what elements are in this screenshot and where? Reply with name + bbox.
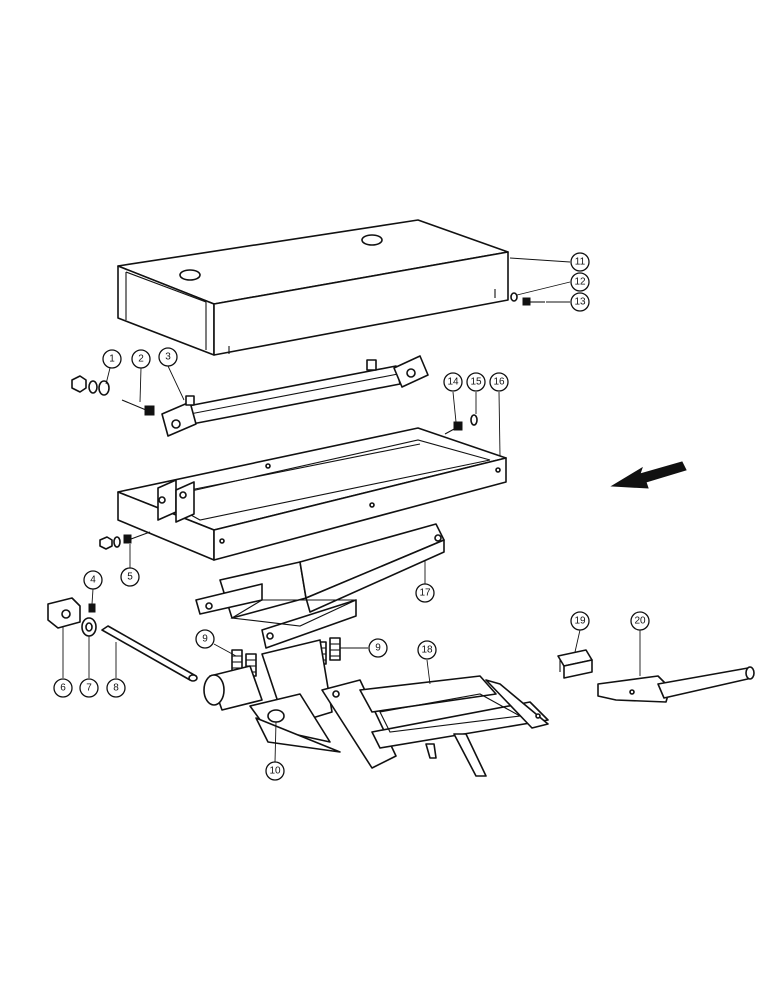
callout-17-label: 17 — [419, 588, 431, 599]
hydraulic-cylinder-part — [161, 355, 429, 437]
callout-1: 1 — [102, 349, 122, 369]
callout-4-label: 4 — [90, 575, 96, 586]
callout-18-label: 18 — [421, 645, 433, 656]
bushing-7-part — [81, 617, 97, 637]
callout-14-label: 14 — [447, 377, 459, 388]
callout-14: 14 — [443, 372, 463, 392]
callout-3: 3 — [158, 347, 178, 367]
callout-19-label: 19 — [574, 616, 586, 627]
callout-8-label: 8 — [113, 683, 119, 694]
nut-washer-set-part — [71, 375, 110, 396]
callout-20: 20 — [630, 611, 650, 631]
leader-lines — [62, 257, 641, 763]
pin-rod-part — [101, 625, 198, 682]
callout-11-label: 11 — [575, 257, 586, 268]
callout-18: 18 — [417, 640, 437, 660]
callout-9-right: 9 — [368, 638, 388, 658]
callout-12: 12 — [570, 272, 590, 292]
callout-9-left-label: 9 — [202, 634, 208, 645]
callout-19: 19 — [570, 611, 590, 631]
callout-16-label: 16 — [493, 377, 505, 388]
callout-6: 6 — [53, 678, 73, 698]
callout-9-right-label: 9 — [375, 643, 381, 654]
screw-13-part — [522, 297, 545, 306]
grease-nipple-4-part — [88, 603, 96, 613]
callout-16: 16 — [489, 372, 509, 392]
callout-20-label: 20 — [634, 616, 646, 627]
callout-1-label: 1 — [109, 354, 115, 365]
callout-17: 17 — [415, 583, 435, 603]
washer-15-part — [470, 414, 478, 426]
bolt-2-part — [121, 399, 155, 416]
block-6-part — [47, 597, 81, 629]
callout-5-label: 5 — [127, 572, 133, 583]
tine-20-part — [597, 666, 755, 703]
callout-7: 7 — [79, 678, 99, 698]
callout-3-label: 3 — [165, 352, 171, 363]
callout-4: 4 — [83, 570, 103, 590]
washer-12-part — [510, 292, 518, 302]
callout-6-label: 6 — [60, 683, 66, 694]
mounting-bracket-part — [195, 523, 445, 649]
bolt-14-part — [444, 421, 463, 435]
callout-15: 15 — [466, 372, 486, 392]
coulter-holder-part — [203, 639, 341, 753]
top-cover-part — [117, 219, 509, 356]
callout-9-left: 9 — [195, 629, 215, 649]
callout-11: 11 — [570, 252, 590, 272]
callout-5: 5 — [120, 567, 140, 587]
share-frame-part — [321, 675, 549, 777]
callout-2-label: 2 — [138, 354, 144, 365]
clip-19-part — [557, 649, 593, 679]
callout-12-label: 12 — [574, 277, 586, 288]
callout-8: 8 — [106, 678, 126, 698]
callout-7-label: 7 — [86, 683, 92, 694]
callout-10-label: 10 — [269, 766, 281, 777]
bolt-5-part — [99, 531, 151, 550]
callout-13-label: 13 — [574, 297, 586, 308]
callout-10: 10 — [265, 761, 285, 781]
arrow-left-down-icon — [610, 461, 687, 489]
callout-13: 13 — [570, 292, 590, 312]
callouts: 1 2 3 4 5 6 7 8 — [53, 252, 650, 781]
callout-15-label: 15 — [470, 377, 482, 388]
callout-2: 2 — [131, 349, 151, 369]
main-frame-part — [117, 427, 507, 561]
